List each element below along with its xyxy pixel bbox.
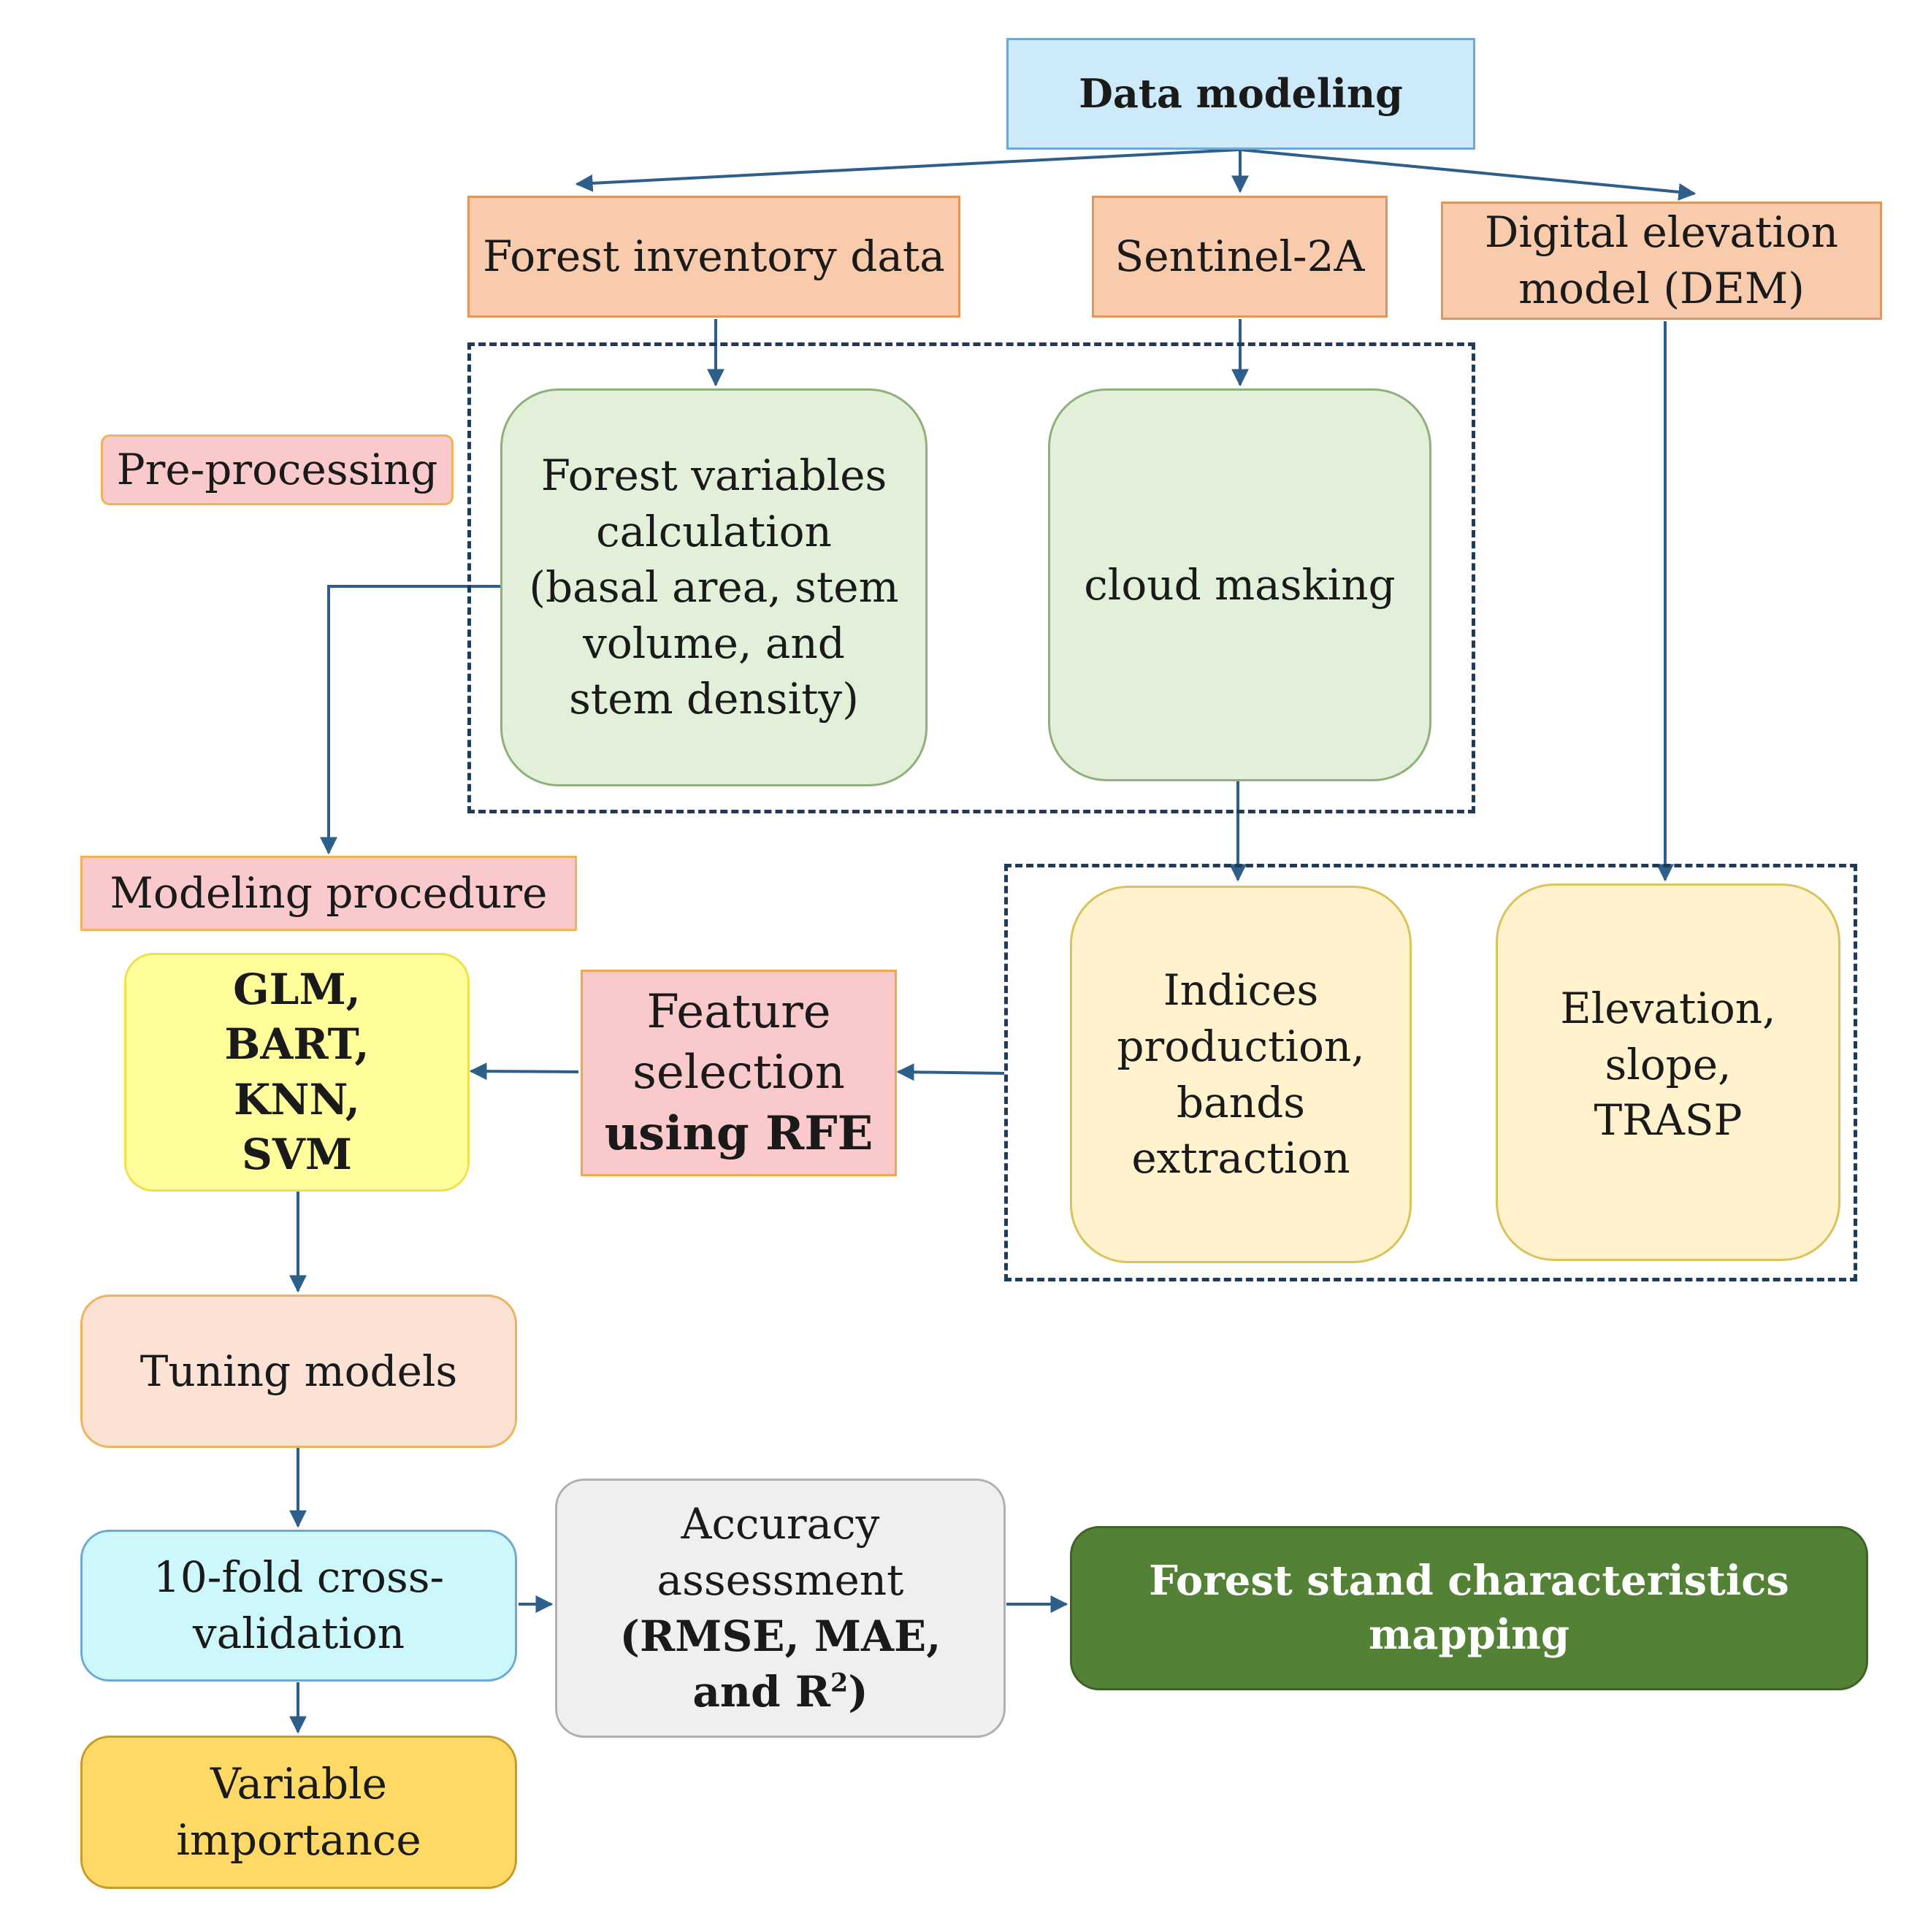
- feature-selection-box: Feature selection using RFE: [581, 970, 897, 1176]
- arrow-variables-to-modeling: [320, 585, 500, 855]
- preprocessing-group-frame: [467, 342, 1475, 813]
- dem-box: Digital elevation model (DEM): [1441, 202, 1882, 320]
- pre-processing-label: Pre-processing: [101, 434, 454, 505]
- arrow-dm-to-inventory: [575, 148, 1241, 192]
- cloud-masking-box: cloud masking: [1048, 388, 1431, 781]
- modeling-procedure-label: Modeling procedure: [80, 856, 577, 931]
- forest-inventory-box: Forest inventory data: [467, 196, 960, 318]
- cross-validation-box: 10-fold cross- validation: [80, 1530, 517, 1682]
- accuracy-assessment-box: Accuracy assessment (RMSE, MAE, and R2): [555, 1479, 1006, 1738]
- mapping-box: Forest stand characteristics mapping: [1070, 1526, 1868, 1690]
- raster-derivatives-group-frame: [1004, 864, 1857, 1281]
- data-modeling-box: Data modeling: [1006, 38, 1475, 150]
- accuracy-r2: and R: [692, 1667, 831, 1717]
- arrow-group-to-feature: [896, 1063, 1005, 1081]
- arrow-feature-to-models: [469, 1062, 579, 1081]
- tuning-models-box: Tuning models: [80, 1295, 517, 1448]
- indices-box: Indices production, bands extraction: [1070, 886, 1412, 1263]
- variable-importance-box: Variable importance: [80, 1736, 517, 1889]
- models-box: GLM, BART, KNN, SVM: [124, 953, 470, 1192]
- arrow-dm-to-dem: [1239, 148, 1697, 201]
- sentinel-box: Sentinel-2A: [1092, 196, 1388, 318]
- forest-variables-box: Forest variables calculation (basal area…: [500, 388, 928, 786]
- elevation-box: Elevation, slope, TRASP: [1496, 883, 1840, 1261]
